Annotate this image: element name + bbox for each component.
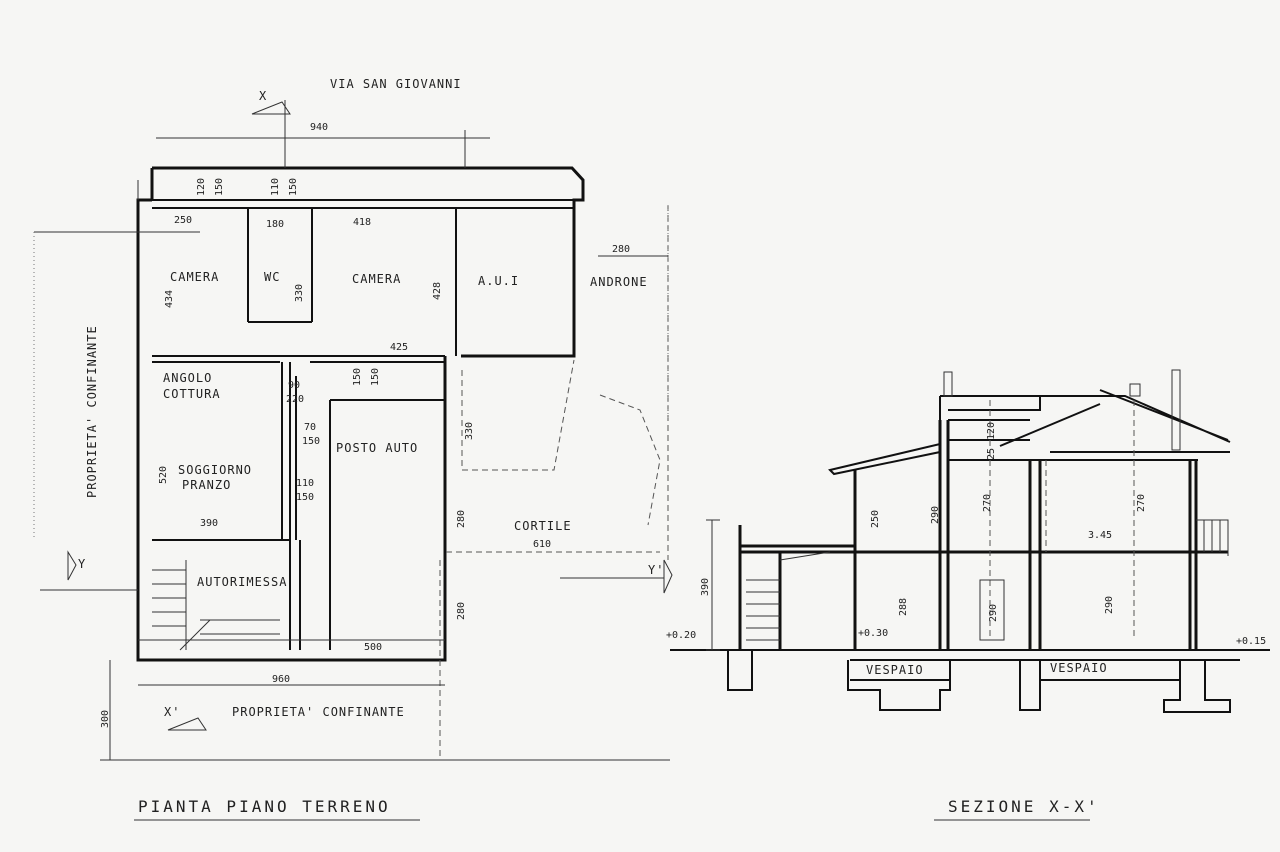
sec-dim-25: 25 (986, 448, 997, 460)
room-posto-auto: POSTO AUTO (336, 441, 418, 455)
room-aui: A.U.I (478, 274, 519, 288)
dim-610: 610 (533, 539, 551, 550)
section-stair (746, 551, 831, 641)
dim-150-b: 150 (288, 178, 299, 196)
vespaio-label-2: VESPAIO (1050, 661, 1108, 675)
dim-180: 180 (266, 219, 284, 230)
dim-500: 500 (364, 642, 382, 653)
floor-plan: VIA SAN GIOVANNI X X' Y Y' PROPRIETA' CO… (33, 77, 673, 821)
balcony-railing (1196, 519, 1229, 556)
section-x-label: X (259, 89, 267, 103)
section-marker-y-left (40, 550, 138, 591)
chimneys (943, 369, 1181, 451)
upper-floor (939, 395, 1198, 461)
vespaio-label-1: VESPAIO (866, 663, 924, 677)
dim-150-c: 150 (352, 368, 363, 386)
roof (828, 389, 1231, 476)
dim-120: 120 (196, 178, 207, 196)
dim-418: 418 (353, 217, 371, 228)
sec-dim-345: 3.45 (1088, 530, 1112, 541)
sec-level-030: +0.30 (858, 628, 888, 639)
dim-280-a: 280 (612, 244, 630, 255)
street-label: VIA SAN GIOVANNI (330, 77, 462, 91)
room-wc: WC (264, 270, 280, 284)
property-line (33, 205, 669, 540)
section-dimension-lines (706, 519, 720, 651)
sec-dim-290-a: 290 (930, 506, 941, 524)
plan-dimension-lines (34, 100, 670, 761)
dim-150-d: 150 (370, 368, 381, 386)
section-drawing: 120 25 250 290 270 270 3.45 390 288 290 … (666, 369, 1270, 821)
section-marker-x-top (251, 101, 291, 115)
foundations (727, 650, 1240, 713)
dim-940: 940 (310, 122, 328, 133)
room-autorimessa: AUTORIMESSA (197, 575, 287, 589)
dim-425: 425 (390, 342, 408, 353)
sec-dim-290-c: 290 (1104, 596, 1115, 614)
dim-90: 90 (288, 380, 300, 391)
section-y-label: Y (78, 557, 86, 571)
section-door (979, 579, 1005, 641)
courtyard-outline (439, 205, 669, 761)
stair-autorimessa (152, 560, 280, 651)
section-marker-y-right (560, 559, 673, 594)
dim-428: 428 (432, 282, 443, 300)
dim-70: 70 (304, 422, 316, 433)
sec-dim-290-b: 290 (988, 604, 999, 622)
dim-150-e: 150 (302, 436, 320, 447)
dim-150-f: 150 (296, 492, 314, 503)
sec-dim-270-a: 270 (982, 494, 993, 512)
dim-520: 520 (158, 466, 169, 484)
room-cottura: COTTURA (163, 387, 221, 401)
room-soggiorno: SOGGIORNO (178, 463, 252, 477)
outer-wall (136, 166, 585, 662)
dim-250: 250 (174, 215, 192, 226)
sec-dim-250: 250 (870, 510, 881, 528)
sec-level-015: +0.15 (1236, 636, 1266, 647)
room-pranzo: PRANZO (182, 478, 231, 492)
dim-390: 390 (200, 518, 218, 529)
room-angolo: ANGOLO (163, 371, 212, 385)
dim-330-b: 330 (464, 422, 475, 440)
room-camera-2: CAMERA (352, 272, 401, 286)
sec-dim-390: 390 (700, 578, 711, 596)
dim-300: 300 (100, 710, 111, 728)
sec-dim-270-b: 270 (1136, 494, 1147, 512)
neighbor-bottom-label: PROPRIETA' CONFINANTE (232, 705, 405, 719)
dim-434: 434 (164, 290, 175, 308)
sec-dim-120: 120 (986, 422, 997, 440)
section-walls (738, 420, 1228, 650)
dim-220: 220 (286, 394, 304, 405)
dim-330-a: 330 (294, 284, 305, 302)
dim-280-c: 280 (456, 602, 467, 620)
top-wall (152, 199, 574, 209)
room-camera-1: CAMERA (170, 270, 219, 284)
sec-level-020: +0.20 (666, 630, 696, 641)
dim-110-a: 110 (270, 178, 281, 196)
section-marker-x-bottom (167, 717, 207, 731)
section-title: SEZIONE X-X' (948, 797, 1100, 816)
section-x-prime-label: X' (164, 705, 180, 719)
dim-280-b: 280 (456, 510, 467, 528)
dim-110-b: 110 (296, 478, 314, 489)
room-cortile: CORTILE (514, 519, 572, 533)
interior-walls (152, 208, 457, 650)
dim-150-a: 150 (214, 178, 225, 196)
dim-960: 960 (272, 674, 290, 685)
section-y-prime-label: Y' (648, 563, 664, 577)
neighbor-left-label: PROPRIETA' CONFINANTE (85, 325, 99, 498)
plan-title: PIANTA PIANO TERRENO (138, 797, 391, 816)
section-hidden-lines (989, 400, 1135, 640)
sec-dim-288: 288 (898, 598, 909, 616)
room-androne: ANDRONE (590, 275, 648, 289)
